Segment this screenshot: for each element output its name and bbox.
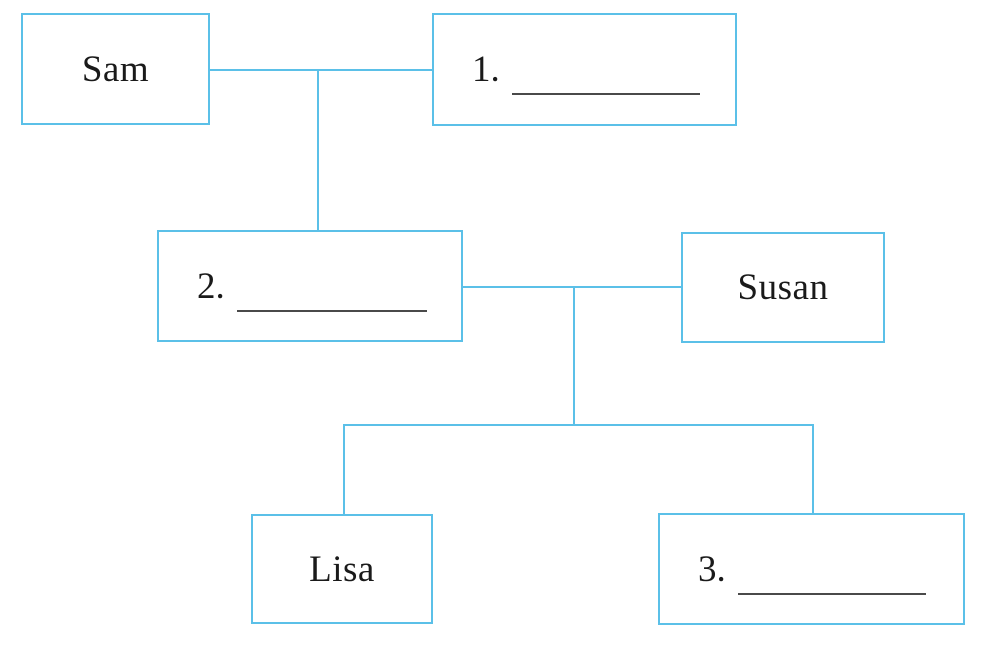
blank-1-row: 1. <box>472 49 735 95</box>
node-sam[interactable]: Sam <box>21 13 210 125</box>
blank-3-number: 3. <box>698 548 726 590</box>
node-lisa[interactable]: Lisa <box>251 514 433 624</box>
node-susan-label: Susan <box>737 267 829 308</box>
connector-descent-generation-1 <box>317 69 319 232</box>
node-blank-2[interactable]: 2. <box>157 230 463 342</box>
node-susan[interactable]: Susan <box>681 232 885 343</box>
blank-2-write-line[interactable] <box>236 309 427 312</box>
node-sam-label: Sam <box>81 48 150 90</box>
node-blank-3[interactable]: 3. <box>658 513 965 625</box>
blank-1-number: 1. <box>472 49 500 90</box>
connector-descent-generation-2 <box>573 286 575 426</box>
connector-sibling-bar <box>343 424 814 426</box>
blank-2-number: 2. <box>197 265 225 307</box>
connector-riser-blank3 <box>812 424 814 515</box>
node-blank-1[interactable]: 1. <box>432 13 737 126</box>
connector-sam-to-blank1 <box>208 69 434 71</box>
blank-2-row: 2. <box>197 265 461 312</box>
node-lisa-label: Lisa <box>309 548 375 590</box>
blank-3-row: 3. <box>698 548 963 595</box>
connector-blank2-to-susan <box>461 286 683 288</box>
blank-3-write-line[interactable] <box>737 592 926 595</box>
blank-1-write-line[interactable] <box>511 93 700 95</box>
connector-riser-lisa <box>343 424 345 516</box>
